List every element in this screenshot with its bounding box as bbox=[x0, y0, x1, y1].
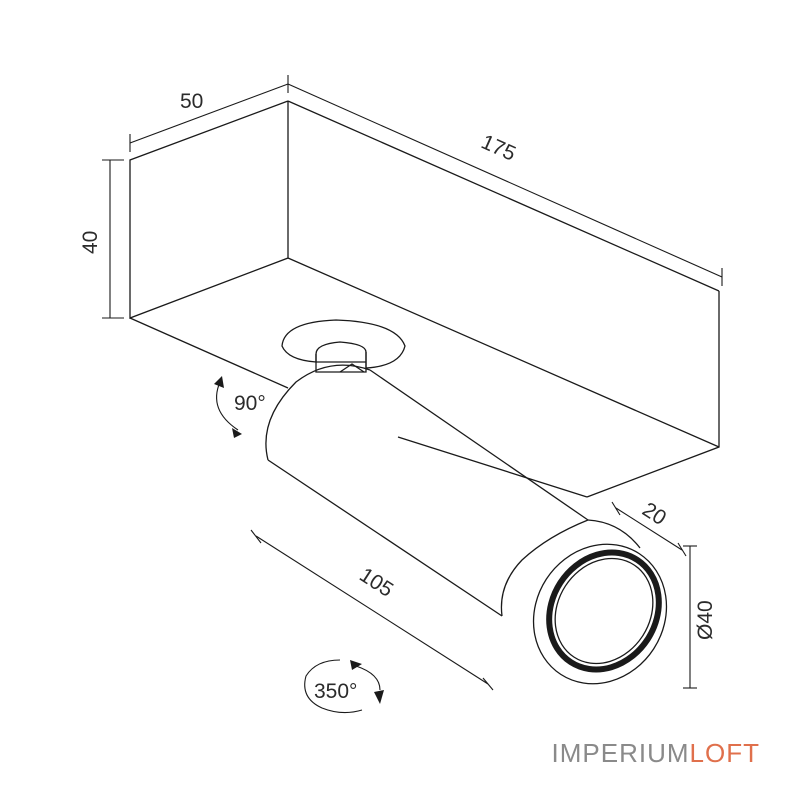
box-inner-bottom-edge bbox=[287, 257, 720, 448]
box-front-bottom-edge-2 bbox=[397, 436, 588, 498]
tube-front-outer bbox=[532, 543, 668, 685]
base-box bbox=[129, 100, 720, 498]
tube-back-cap bbox=[265, 364, 371, 461]
cap-sleeve bbox=[587, 519, 641, 549]
dim-tube-length-label: 105 bbox=[355, 563, 397, 601]
dim-rotation-label: 350° bbox=[314, 680, 357, 703]
box-back-wall bbox=[129, 100, 289, 319]
box-front-bottom-edge bbox=[129, 317, 289, 389]
dim-tilt-label: 90° bbox=[234, 392, 266, 415]
dim-height-label: 40 bbox=[79, 231, 102, 254]
rotation-arrow-icon bbox=[304, 659, 384, 714]
cap-sleeve-back bbox=[500, 519, 589, 617]
tube-top-edge bbox=[369, 369, 589, 521]
box-right-face bbox=[586, 291, 720, 498]
tube-bottom-edge bbox=[267, 459, 503, 617]
dim-depth-label: 50 bbox=[180, 90, 203, 113]
box-top-edge bbox=[287, 100, 720, 292]
swivel-mount bbox=[281, 319, 406, 373]
watermark-part1: IMPERIUM bbox=[552, 738, 690, 768]
watermark-part2: LOFT bbox=[690, 738, 760, 768]
spot-tube bbox=[265, 364, 668, 685]
dimension-lines bbox=[102, 75, 723, 691]
dim-length-label: 175 bbox=[478, 130, 519, 165]
tilt-arrow-icon bbox=[214, 376, 242, 438]
tube-lens bbox=[546, 549, 662, 673]
dim-diameter-label: Ø40 bbox=[694, 600, 717, 640]
brand-watermark: IMPERIUMLOFT bbox=[552, 738, 760, 768]
